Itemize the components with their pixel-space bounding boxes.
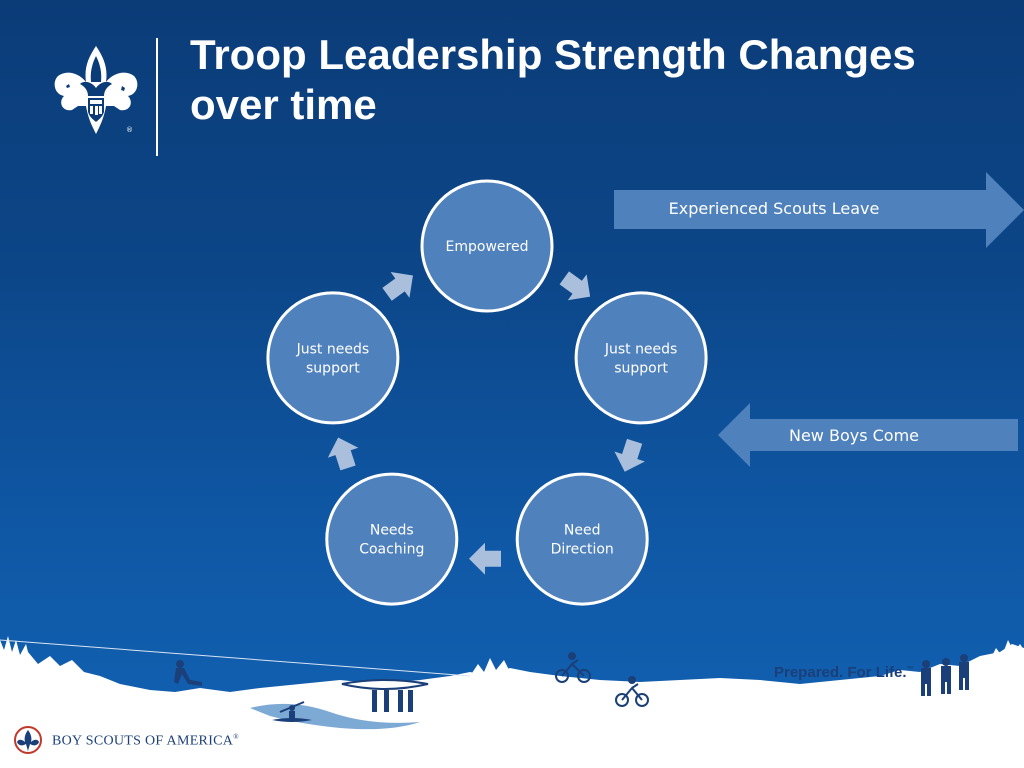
cycle-node-label: Coaching [359,542,424,558]
tagline-text: Prepared. For Life. [774,664,907,681]
bsa-fleur-de-lis-logo: ® [54,46,138,134]
new-boys-come-label: New Boys Come [789,426,919,445]
footer-registered-mark: ® [233,733,239,741]
header-divider [156,38,158,156]
cycle-arrow-4 [327,437,359,471]
snow-landscape [0,636,1024,768]
cycle-arrow-1 [559,271,591,301]
cycle-arrow-2 [614,438,645,472]
experienced-scouts-leave-arrow [614,172,1024,248]
kayak-icon [272,701,312,722]
cycle-node-label: Direction [551,542,614,558]
cycle-node-label: Just needs [604,341,678,357]
cycle-node-label: Needs [370,523,414,539]
tagline-trademark: ™ [906,666,914,673]
cycle-node-label: Just needs [296,341,370,357]
logo-registered-mark: ® [126,126,133,134]
cycle-node-label: Empowered [446,239,529,255]
cyclist-icon [555,652,649,707]
cycle-node-circle [266,291,400,425]
footer-brand-text: BOY SCOUTS OF AMERICA [52,733,234,749]
slide-title: Troop Leadership Strength Changes over t… [190,31,916,128]
new-boys-come-arrow [718,403,1018,467]
canoe-carry-icon [341,679,429,712]
experienced-scouts-leave-label: Experienced Scouts Leave [669,199,880,218]
cycle-arrow-3 [469,542,501,575]
prepared-for-life-tagline: Prepared. For Life.™ [774,664,914,681]
cycle-node-circle [574,291,708,425]
cycle-node-2: Just needs support [574,291,708,425]
flow-arrows: Experienced Scouts Leave New Boys Come [614,172,1024,467]
cycle-node-1: Empowered [420,179,554,313]
zipline-figure-icon [174,660,202,686]
cycle-arrow-5 [382,271,413,301]
footer-brand: BOY SCOUTS OF AMERICA® [52,733,239,750]
cycle-node-circle [325,472,459,606]
cycle-node-5: Just needs support [266,291,400,425]
cycle-node-label: support [614,360,668,376]
hikers-icon [921,654,969,696]
cycle-node-label: support [306,360,360,376]
bsa-footer-emblem [14,726,42,754]
cycle-arrows [327,271,645,575]
cycle-node-label: Need [564,523,601,539]
cycle-node-circle [515,472,649,606]
cycle-node-circle [420,179,554,313]
